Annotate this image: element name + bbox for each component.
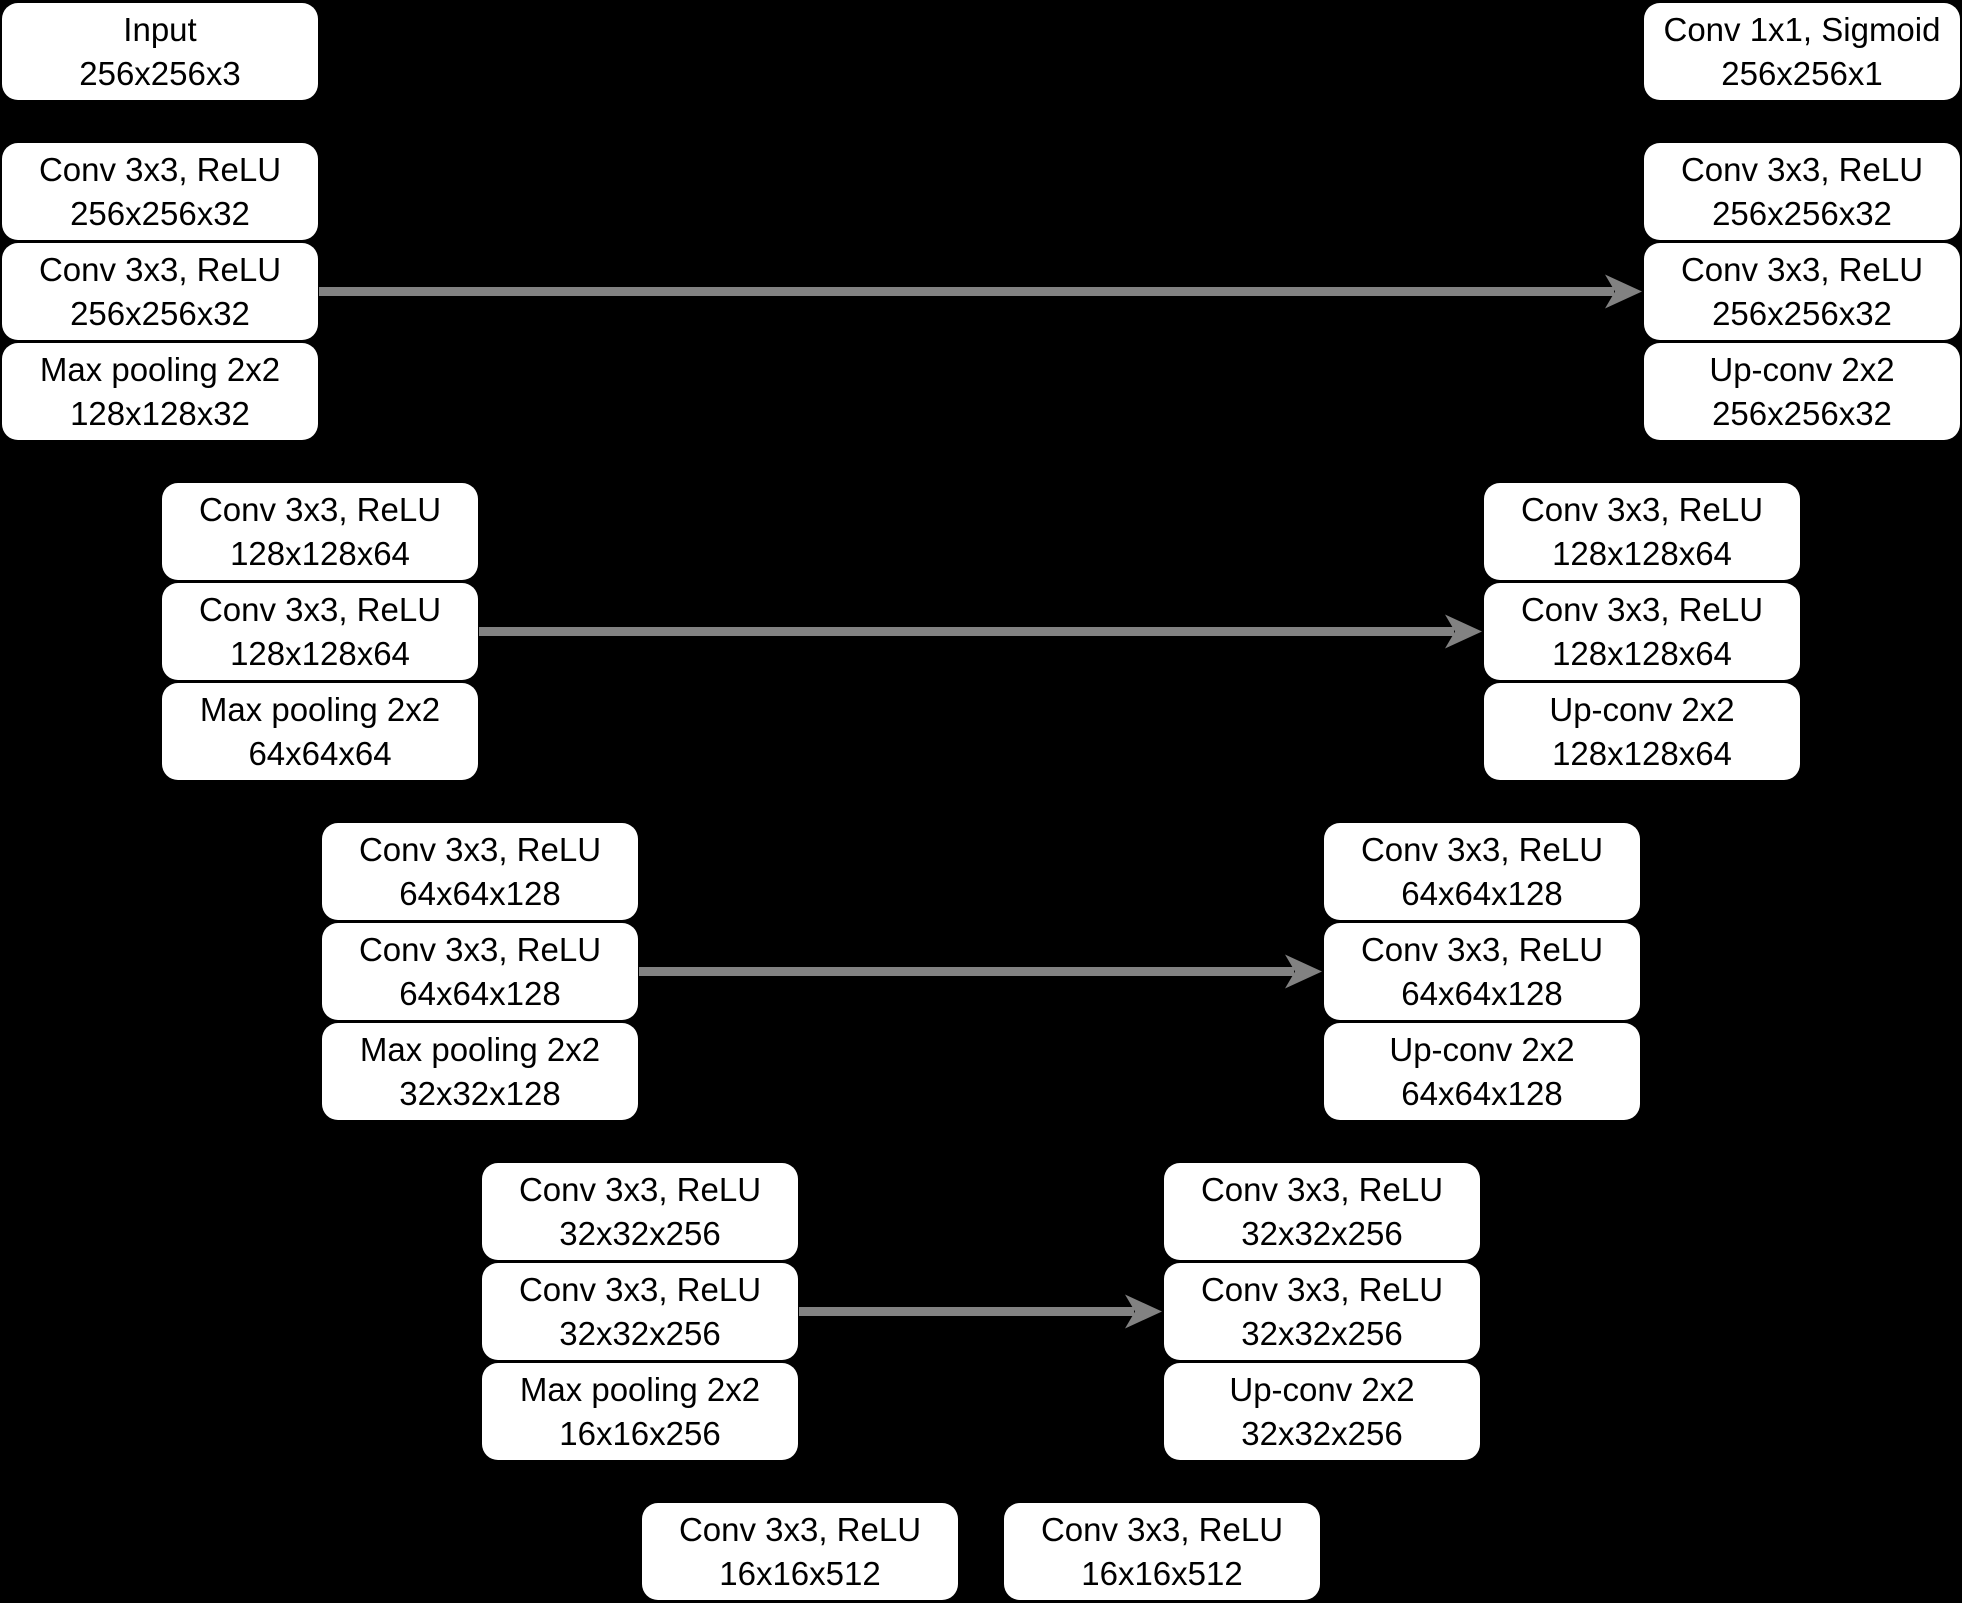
block-op-label: Conv 3x3, ReLU [38,150,282,188]
block-op-label: Conv 1x1, Sigmoid [1663,10,1941,48]
node-bottleneck-conv1: Conv 3x3, ReLU 16x16x512 [642,1503,958,1600]
block-op-label: Up-conv 2x2 [1389,1030,1575,1068]
block-size-label: 64x64x128 [399,974,561,1012]
block-size-label: 16x16x512 [1081,1554,1243,1592]
arrowhead-icon [1445,614,1482,649]
block-op-label: Conv 3x3, ReLU [38,250,282,288]
block-op-label: Conv 3x3, ReLU [1200,1170,1444,1208]
block-size-label: 32x32x256 [1241,1214,1403,1252]
node-decoder-l4-conv1: Conv 3x3, ReLU 32x32x256 [1164,1163,1480,1260]
node-encoder-l3-conv1: Conv 3x3, ReLU 64x64x128 [322,823,638,920]
node-encoder-l2-conv1: Conv 3x3, ReLU 128x128x64 [162,483,478,580]
block-op-label: Conv 3x3, ReLU [1200,1270,1444,1308]
block-size-label: 128x128x64 [230,634,410,672]
block-op-label: Conv 3x3, ReLU [1520,490,1764,528]
node-decoder-l3-conv2: Conv 3x3, ReLU 64x64x128 [1324,923,1640,1020]
block-op-label: Max pooling 2x2 [519,1370,761,1408]
block-size-label: 128x128x64 [230,534,410,572]
block-size-label: 128x128x64 [1552,634,1732,672]
block-op-label: Conv 3x3, ReLU [1360,830,1604,868]
block-op-label: Conv 3x3, ReLU [518,1170,762,1208]
block-op-label: Max pooling 2x2 [199,690,441,728]
block-size-label: 256x256x32 [1712,394,1892,432]
node-encoder-l1-conv1: Conv 3x3, ReLU 256x256x32 [2,143,318,240]
node-decoder-l2-upconv: Up-conv 2x2 128x128x64 [1484,683,1800,780]
block-size-label: 32x32x256 [1241,1414,1403,1452]
block-size-label: 64x64x64 [248,734,392,772]
block-op-label: Conv 3x3, ReLU [1360,930,1604,968]
node-output: Conv 1x1, Sigmoid 256x256x1 [1644,3,1960,100]
node-encoder-l3-maxpool: Max pooling 2x2 32x32x128 [322,1023,638,1120]
block-size-label: 256x256x32 [70,294,250,332]
skip-connection-arrow-l2 [479,614,1482,649]
block-op-label: Up-conv 2x2 [1229,1370,1415,1408]
arrowhead-icon [1125,1294,1162,1329]
block-size-label: 16x16x512 [719,1554,881,1592]
node-encoder-l2-conv2: Conv 3x3, ReLU 128x128x64 [162,583,478,680]
block-op-label: Max pooling 2x2 [359,1030,601,1068]
block-op-label: Up-conv 2x2 [1709,350,1895,388]
node-decoder-l2-conv2: Conv 3x3, ReLU 128x128x64 [1484,583,1800,680]
block-op-label: Conv 3x3, ReLU [678,1510,922,1548]
node-encoder-l1-conv2: Conv 3x3, ReLU 256x256x32 [2,243,318,340]
block-size-label: 128x128x64 [1552,534,1732,572]
node-encoder-l4-conv1: Conv 3x3, ReLU 32x32x256 [482,1163,798,1260]
block-op-label: Conv 3x3, ReLU [1680,250,1924,288]
node-encoder-l3-conv2: Conv 3x3, ReLU 64x64x128 [322,923,638,1020]
node-encoder-l2-maxpool: Max pooling 2x2 64x64x64 [162,683,478,780]
node-decoder-l1-upconv: Up-conv 2x2 256x256x32 [1644,343,1960,440]
block-op-label: Input [123,10,197,48]
block-size-label: 32x32x256 [559,1314,721,1352]
block-size-label: 64x64x128 [1401,874,1563,912]
block-op-label: Conv 3x3, ReLU [198,590,442,628]
block-op-label: Conv 3x3, ReLU [198,490,442,528]
arrowhead-icon [1285,954,1322,989]
block-size-label: 256x256x3 [79,54,241,92]
node-encoder-l1-maxpool: Max pooling 2x2 128x128x32 [2,343,318,440]
block-size-label: 32x32x128 [399,1074,561,1112]
node-input: Input 256x256x3 [2,3,318,100]
node-bottleneck-conv2: Conv 3x3, ReLU 16x16x512 [1004,1503,1320,1600]
arrowhead-icon [1605,274,1642,309]
skip-connection-arrow-l4 [799,1294,1162,1329]
block-size-label: 256x256x32 [1712,294,1892,332]
node-decoder-l1-conv2: Conv 3x3, ReLU 256x256x32 [1644,243,1960,340]
block-op-label: Up-conv 2x2 [1549,690,1735,728]
node-encoder-l4-conv2: Conv 3x3, ReLU 32x32x256 [482,1263,798,1360]
node-decoder-l1-conv1: Conv 3x3, ReLU 256x256x32 [1644,143,1960,240]
skip-connection-arrow-l1 [319,274,1642,309]
skip-connection-arrow-l3 [639,954,1322,989]
node-decoder-l2-conv1: Conv 3x3, ReLU 128x128x64 [1484,483,1800,580]
block-size-label: 64x64x128 [399,874,561,912]
node-decoder-l3-conv1: Conv 3x3, ReLU 64x64x128 [1324,823,1640,920]
block-size-label: 256x256x32 [1712,194,1892,232]
node-decoder-l4-conv2: Conv 3x3, ReLU 32x32x256 [1164,1263,1480,1360]
block-size-label: 64x64x128 [1401,974,1563,1012]
block-op-label: Conv 3x3, ReLU [518,1270,762,1308]
node-decoder-l4-upconv: Up-conv 2x2 32x32x256 [1164,1363,1480,1460]
block-size-label: 128x128x32 [70,394,250,432]
block-size-label: 32x32x256 [559,1214,721,1252]
block-size-label: 256x256x32 [70,194,250,232]
block-size-label: 256x256x1 [1721,54,1883,92]
block-op-label: Conv 3x3, ReLU [358,830,602,868]
block-op-label: Conv 3x3, ReLU [1520,590,1764,628]
node-decoder-l3-upconv: Up-conv 2x2 64x64x128 [1324,1023,1640,1120]
block-size-label: 32x32x256 [1241,1314,1403,1352]
block-op-label: Conv 3x3, ReLU [1680,150,1924,188]
node-encoder-l4-maxpool: Max pooling 2x2 16x16x256 [482,1363,798,1460]
block-size-label: 16x16x256 [559,1414,721,1452]
block-size-label: 64x64x128 [1401,1074,1563,1112]
block-op-label: Conv 3x3, ReLU [358,930,602,968]
block-op-label: Max pooling 2x2 [39,350,281,388]
block-op-label: Conv 3x3, ReLU [1040,1510,1284,1548]
block-size-label: 128x128x64 [1552,734,1732,772]
